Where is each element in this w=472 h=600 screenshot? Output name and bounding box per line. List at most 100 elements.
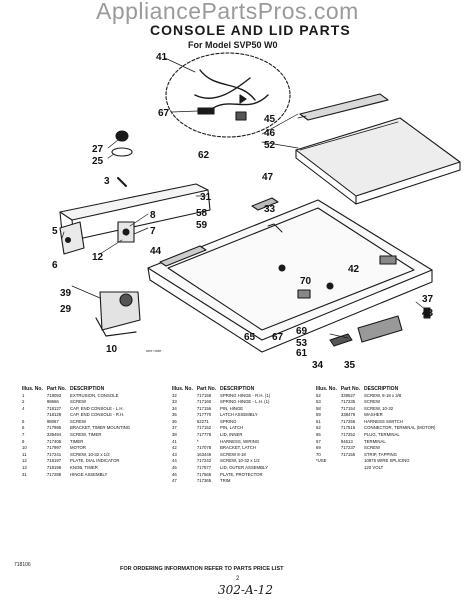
description-cell: TRIM	[220, 478, 231, 484]
description-cell: SCREW	[364, 399, 381, 405]
part-no-cell: 717995	[46, 425, 62, 431]
part-no-cell: 717242	[196, 458, 212, 464]
callout-41: 41	[156, 52, 168, 63]
callout-35: 35	[344, 360, 356, 371]
part-no-cell: 717405	[46, 438, 62, 444]
callout-45: 45	[264, 114, 276, 125]
callout-62: 62	[198, 150, 210, 161]
part-no-cell: 94613	[340, 438, 353, 444]
part-no-cell: 717365	[196, 478, 212, 484]
part-no-cell: 718093	[46, 392, 62, 398]
callout-43: 43	[422, 308, 434, 319]
description-cell: LID, INNER	[220, 432, 243, 438]
callout-52: 52	[264, 140, 276, 151]
description-cell: HARNESS SWITCH	[364, 418, 403, 424]
callout-8: 8	[150, 210, 156, 221]
callout-61: 61	[296, 348, 308, 359]
part-no-cell: 718198	[46, 465, 62, 471]
description-cell: BRACKET, LATCH	[220, 445, 256, 451]
part-no-cell: 718128	[46, 412, 62, 418]
illus-no-cell: 1	[22, 392, 25, 398]
illus-no-cell: 65	[316, 432, 321, 438]
part-no-cell: 718127	[46, 405, 62, 411]
illus-no-cell: 2	[22, 399, 25, 405]
illus-no-cell: 8	[22, 438, 25, 444]
callout-labels: 41 67 62 27 25 3 45 46 52 47 31 58 59 33…	[52, 52, 434, 371]
callout-59: 59	[196, 220, 208, 231]
callout-3: 3	[104, 176, 110, 187]
header-part-no: Part No.	[46, 386, 67, 392]
callout-67b: 67	[272, 332, 284, 343]
callout-46: 46	[264, 128, 276, 139]
part-no-cell: 717252	[340, 432, 356, 438]
table-row: 47 717365 TRIM	[170, 478, 272, 485]
illus-no-cell	[20, 412, 45, 419]
description-cell: SCREW, 8-18 x 3/8	[364, 392, 402, 398]
illus-no-cell: 62	[316, 425, 321, 431]
illus-no-cell: 58	[316, 405, 321, 411]
illus-no-cell: 46	[172, 471, 177, 477]
part-no-cell: 52271	[196, 418, 209, 424]
part-no-cell: 718197	[46, 458, 62, 464]
header-description: DESCRIPTION	[70, 386, 105, 392]
callout-31: 31	[200, 192, 212, 203]
illus-no-cell: 37	[172, 425, 177, 431]
illus-no-cell: 47	[172, 478, 177, 484]
part-no-cell: 98666	[46, 399, 59, 405]
illus-no-cell: 52	[316, 392, 321, 398]
callout-27: 27	[92, 144, 104, 155]
callout-25: 25	[92, 156, 104, 167]
callout-37: 37	[422, 294, 434, 305]
part-no-cell: 717156	[196, 405, 212, 411]
description-cell: PIN, LATCH	[220, 425, 244, 431]
description-cell: EXTRUSION, CONSOLE	[70, 392, 119, 398]
description-cell: SCREW, TIMER	[70, 432, 102, 438]
illus-no-cell: 5	[22, 418, 25, 424]
part-no-cell: 717256	[340, 418, 356, 424]
description-cell: LATCH ASSEMBLY	[220, 412, 258, 418]
illus-no-cell: 12	[22, 458, 27, 464]
page-number: 2	[236, 576, 240, 582]
illus-no-cell: 38	[172, 432, 177, 438]
description-cell: MOTOR	[70, 445, 86, 451]
part-no-cell: 717241	[46, 451, 62, 457]
part-no-cell: 339527	[340, 392, 356, 398]
table-row: 52 339527 SCREW, 8-18 x 3/8	[314, 393, 437, 400]
callout-58: 58	[196, 208, 208, 219]
part-no-cell: 717997	[46, 445, 62, 451]
callout-33: 33	[264, 204, 276, 215]
part-no-cell	[339, 458, 362, 465]
illus-no-cell: 53	[316, 399, 321, 405]
illus-no-cell: 61	[316, 418, 321, 424]
part-no-cell: 717515	[340, 425, 356, 431]
part-no-cell: 163446	[196, 451, 212, 457]
description-cell: LID, OUTER ASSEMBLY	[220, 465, 268, 471]
illus-no-cell: 36	[172, 418, 177, 424]
illus-no-cell: 45	[172, 465, 177, 471]
illus-no-cell: 67	[316, 438, 321, 444]
description-cell: SCREW, 10-32 x 1/2	[70, 451, 110, 457]
description-cell: KNOB, TIMER	[70, 465, 98, 471]
description-cell: PIN, HINGE	[220, 405, 244, 411]
part-no-cell: 98067	[46, 418, 59, 424]
callout-6: 6	[52, 260, 58, 271]
callout-7: 7	[150, 226, 156, 237]
part-no-cell: 717160	[196, 399, 212, 405]
description-cell: PLATE, DIAL INDICATOR	[70, 458, 120, 464]
